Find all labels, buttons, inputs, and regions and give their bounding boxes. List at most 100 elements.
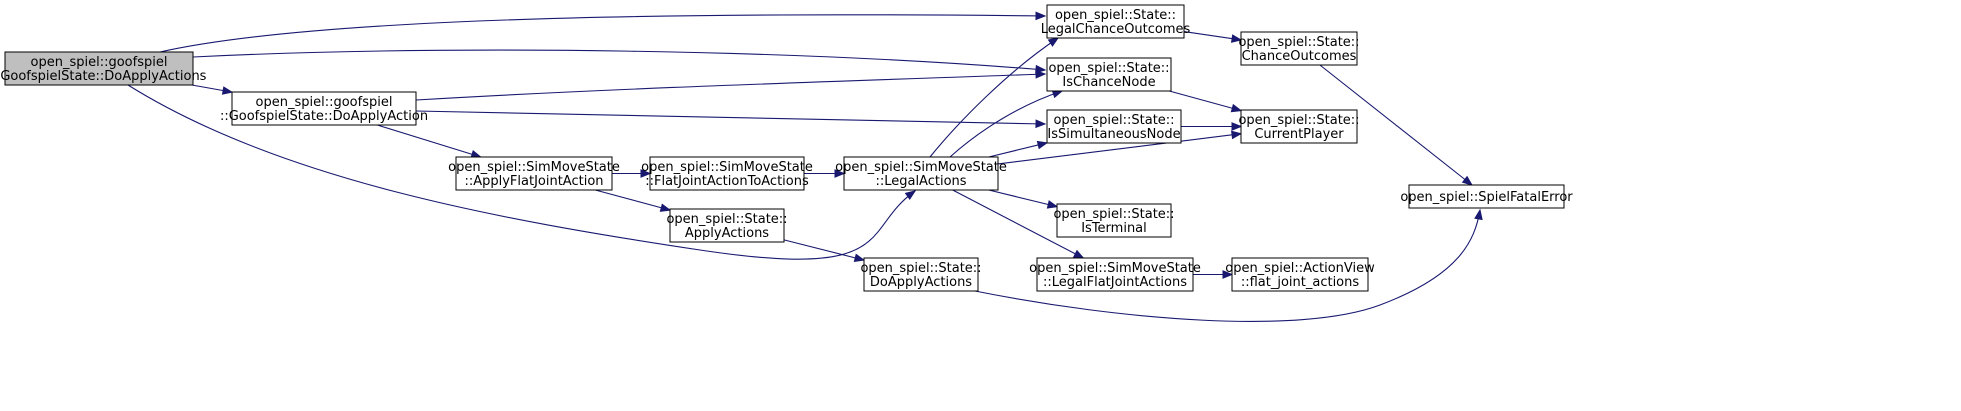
node-goof-doapplyactions[interactable]: open_spiel::goofspiel::GoofspielState::D… [0, 51, 207, 86]
nodes-layer: open_spiel::goofspiel::GoofspielState::D… [0, 4, 1573, 292]
node-isterminal[interactable]: open_spiel::State::IsTerminal [1053, 203, 1175, 238]
edge-line [415, 73, 1046, 101]
node-doapplyactions[interactable]: open_spiel::State::DoApplyActions [860, 257, 982, 292]
node-legalchanceoutcomes[interactable]: open_spiel::State::LegalChanceOutcomes [1041, 4, 1191, 39]
edge-goof-doapplyactions-to-legalactions [127, 84, 917, 260]
edge-legalflatjointactions-to-flat-joint-actions [1193, 270, 1234, 279]
node-label-line: IsSimultaneousNode [1047, 127, 1180, 142]
edge-chanceoutcomes-to-spielfatalerror [1319, 64, 1473, 186]
arrow-head-icon [640, 169, 652, 178]
node-goof-doapplyaction[interactable]: open_spiel::goofspiel::GoofspielState::D… [220, 91, 428, 126]
node-spielfatalerror[interactable]: open_spiel::SpielFatalError [1400, 184, 1573, 209]
edge-doapplyactions-to-spielfatalerror [974, 208, 1483, 322]
edge-ischancenode-to-currentplayer [1169, 90, 1243, 113]
edge-legalchanceoutcomes-to-chanceoutcomes [1183, 31, 1243, 43]
arrow-head-icon [1231, 130, 1243, 140]
arrow-head-icon [1222, 270, 1234, 279]
node-label-line: ::FlatJointActionToActions [645, 174, 809, 189]
node-label-line: IsTerminal [1081, 221, 1147, 236]
node-label-line: open_spiel::SimMoveState [1029, 261, 1201, 276]
edge-legalactions-to-currentplayer [997, 130, 1243, 165]
edge-line [595, 189, 671, 211]
edge-line [377, 124, 481, 158]
node-label-line: ::GoofspielState::DoApplyAction [220, 109, 428, 124]
arrow-head-icon [1230, 103, 1243, 113]
node-label-line: DoApplyActions [870, 275, 972, 290]
node-chanceoutcomes[interactable]: open_spiel::State::ChanceOutcomes [1238, 31, 1360, 66]
edge-legalactions-to-legalchanceoutcomes [929, 37, 1060, 158]
node-label-line: LegalChanceOutcomes [1041, 22, 1191, 37]
arrow-head-icon [1230, 34, 1243, 43]
edges-layer [127, 11, 1483, 322]
edge-applyflatjointaction-to-applyactions [595, 189, 672, 212]
arrow-head-icon [221, 86, 234, 95]
edge-legalactions-to-issimultaneousnode [988, 140, 1049, 158]
node-box [1036, 257, 1194, 292]
node-label-line: open_spiel::goofspiel [256, 95, 393, 110]
edge-applyflatjointaction-to-flatjointactiontoactions [612, 169, 652, 178]
edge-line [997, 133, 1242, 165]
node-issimultaneousnode[interactable]: open_spiel::State::IsSimultaneousNode [1046, 109, 1182, 144]
node-label-line: open_spiel::ActionView [1225, 261, 1375, 276]
edge-line [974, 209, 1481, 322]
arrow-head-icon [659, 203, 672, 212]
edge-line [159, 14, 1046, 53]
node-label-line: IsChanceNode [1062, 75, 1155, 90]
node-box [669, 208, 785, 243]
edge-line [1183, 31, 1242, 41]
arrow-head-icon [1036, 140, 1049, 150]
arrow-head-icon [1072, 249, 1085, 259]
node-label-line: ApplyActions [685, 226, 769, 241]
arrow-head-icon [834, 169, 846, 178]
node-box [1240, 31, 1358, 66]
edge-applyactions-to-doapplyactions [783, 239, 866, 262]
edge-goof-doapplyaction-to-issimultaneousnode [415, 110, 1047, 129]
edge-legalactions-to-isterminal [988, 189, 1059, 209]
edge-goof-doapplyactions-to-ischancenode [192, 49, 1047, 74]
edge-line [929, 37, 1059, 158]
node-box [1046, 4, 1185, 39]
node-label-line: open_spiel::State:: [1048, 61, 1169, 76]
edge-line [1169, 90, 1242, 112]
node-box [843, 156, 999, 191]
node-label-line: open_spiel::State:: [1053, 113, 1174, 128]
edge-line [988, 189, 1058, 208]
node-label-line: ::flat_joint_actions [1241, 275, 1360, 290]
edge-goof-doapplyaction-to-ischancenode [415, 70, 1047, 101]
node-label-line: open_spiel::SimMoveState [641, 160, 813, 175]
node-legalflatjointactions[interactable]: open_spiel::SimMoveState::LegalFlatJoint… [1029, 257, 1201, 292]
node-legalactions[interactable]: open_spiel::SimMoveState::LegalActions [835, 156, 1007, 191]
node-ischancenode[interactable]: open_spiel::State::IsChanceNode [1046, 57, 1172, 92]
node-box [455, 156, 613, 191]
arrow-head-icon [1035, 119, 1047, 129]
node-box [649, 156, 805, 191]
node-applyactions[interactable]: open_spiel::State::ApplyActions [666, 208, 788, 243]
arrow-head-icon [853, 253, 866, 262]
node-label-line: ::LegalFlatJointActions [1043, 275, 1187, 290]
node-label-line: ::ApplyFlatJointAction [464, 174, 603, 189]
arrow-head-icon [1035, 70, 1047, 79]
edge-line [783, 239, 865, 261]
node-box [231, 91, 417, 126]
node-flatjointactiontoactions[interactable]: open_spiel::SimMoveState::FlatJointActio… [641, 156, 813, 191]
arrow-head-icon [1231, 122, 1243, 131]
node-box [1046, 109, 1182, 144]
node-label-line: open_spiel::State:: [1238, 113, 1359, 128]
edge-goof-doapplyactions-to-goof-doapplyaction [191, 84, 234, 95]
node-box [1056, 203, 1172, 238]
node-currentplayer[interactable]: open_spiel::State::CurrentPlayer [1238, 109, 1360, 144]
edge-line [192, 49, 1046, 71]
node-box [1240, 109, 1358, 144]
node-label-line: ChanceOutcomes [1242, 49, 1357, 64]
node-applyflatjointaction[interactable]: open_spiel::SimMoveState::ApplyFlatJoint… [448, 156, 620, 191]
node-flat-joint-actions[interactable]: open_spiel::ActionView::flat_joint_actio… [1225, 257, 1375, 292]
edge-flatjointactiontoactions-to-legalactions [804, 169, 846, 178]
arrow-head-icon [1046, 200, 1059, 209]
node-box [863, 257, 979, 292]
node-label-line: open_spiel::State:: [1238, 35, 1359, 50]
arrow-head-icon [904, 190, 917, 201]
edge-line [1319, 64, 1473, 186]
node-label-line: ::LegalActions [875, 174, 966, 189]
edge-issimultaneousnode-to-currentplayer [1181, 122, 1243, 131]
